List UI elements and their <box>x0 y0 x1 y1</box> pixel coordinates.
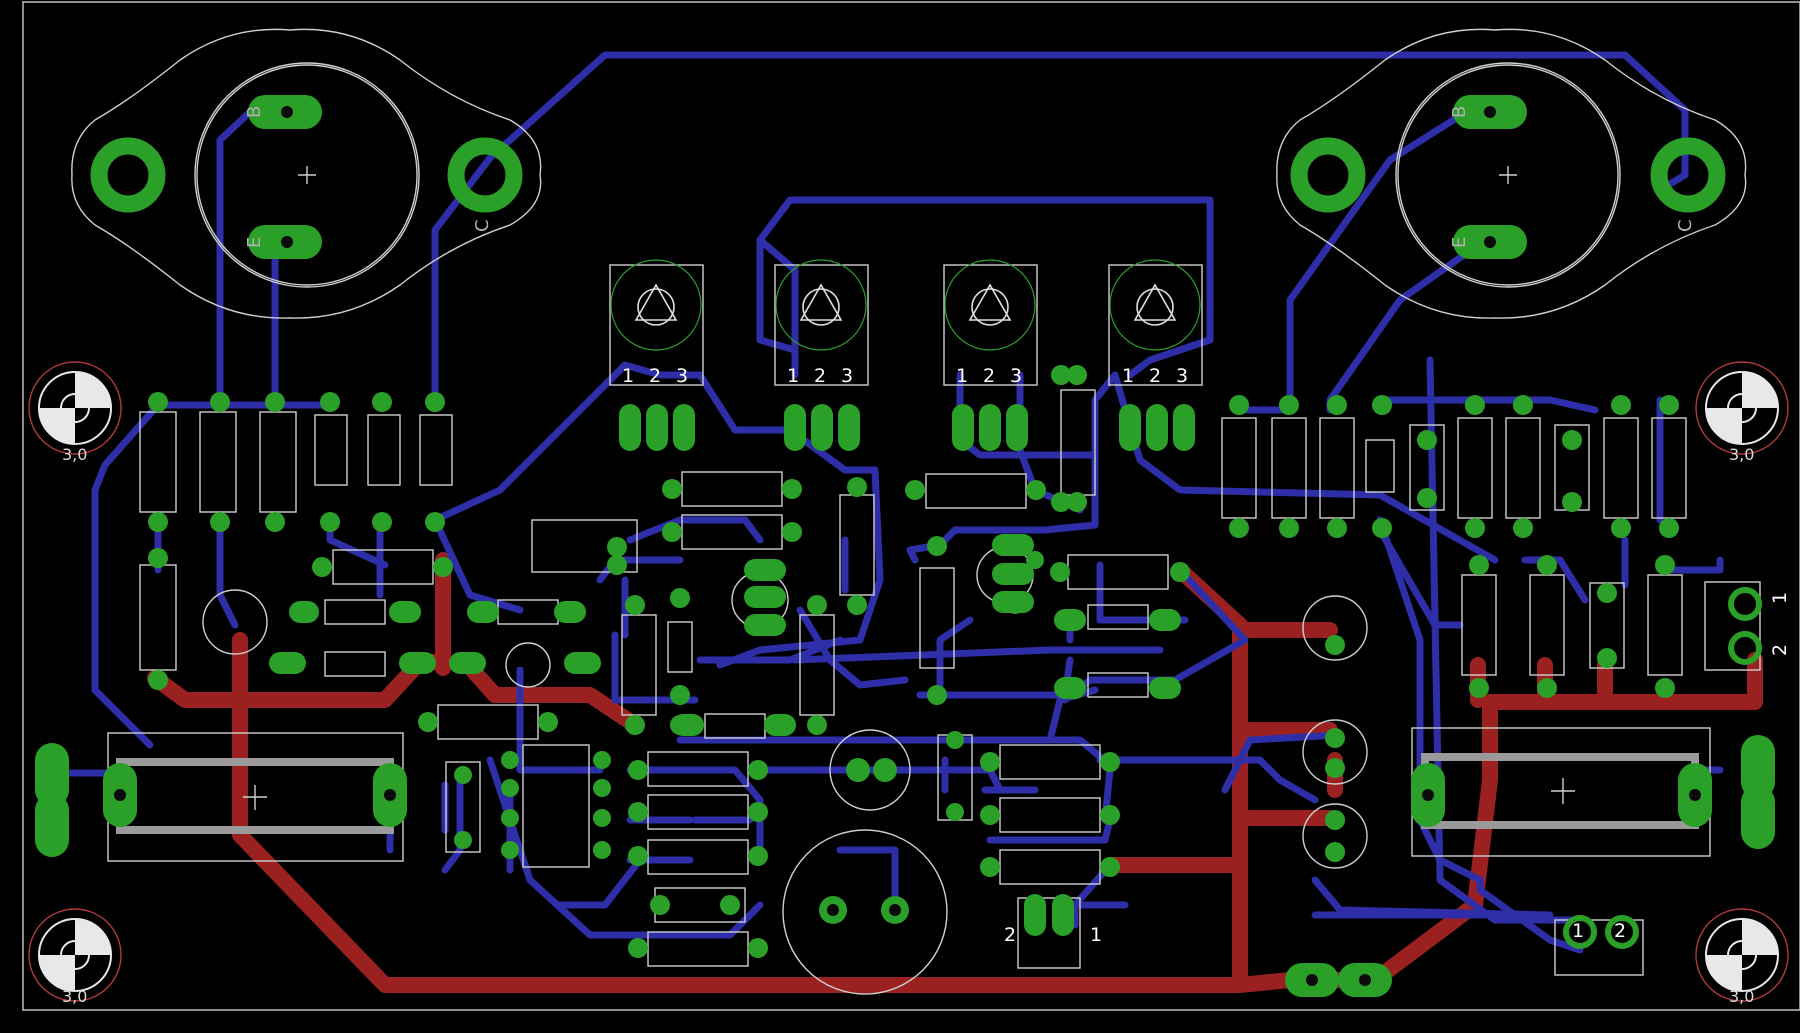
terminal-bottom-pin1: 1 <box>1572 920 1584 942</box>
hole-size-br: 3,0 <box>1729 987 1754 1006</box>
mounting-holes <box>38 371 1779 992</box>
trimmer4-pin3: 3 <box>1176 365 1188 387</box>
trimmer2-pin2: 2 <box>814 365 826 387</box>
terminal-block-bottom <box>1554 919 1644 976</box>
terminal-right-pin1: 1 <box>1769 592 1791 604</box>
trimmer1-pin2: 2 <box>649 365 661 387</box>
trimmer-dials <box>610 259 1201 351</box>
terminal-screws <box>1563 587 1762 949</box>
pin-label-c-right: C <box>1675 219 1696 232</box>
trimmer1-pin3: 3 <box>676 365 688 387</box>
board-outline <box>22 1 1800 1011</box>
trimmer3-pin2: 2 <box>983 365 995 387</box>
pin-label-b-left: B <box>244 106 265 118</box>
transistor-outline-right <box>1276 28 1747 319</box>
terminal-right-pin2: 2 <box>1769 644 1791 656</box>
trimmer2-pin3: 3 <box>841 365 853 387</box>
trimmer4-pin2: 2 <box>1149 365 1161 387</box>
trimmer2-pin1: 1 <box>787 365 799 387</box>
trimmer4-pin1: 1 <box>1122 365 1134 387</box>
connector-pin2: 2 <box>1004 924 1016 946</box>
pin-label-e-left: E <box>244 237 265 248</box>
connector-pin1: 1 <box>1090 924 1102 946</box>
hole-size-tr: 3,0 <box>1729 445 1754 464</box>
terminal-bottom-pin2: 2 <box>1614 920 1626 942</box>
silkscreen-layer <box>28 28 1789 1002</box>
transistor-outline-left <box>71 28 542 319</box>
hole-size-bl: 3,0 <box>62 987 87 1006</box>
hole-size-tl: 3,0 <box>62 445 87 464</box>
pin-label-e-right: E <box>1449 237 1470 248</box>
ic-dip8 <box>522 744 590 868</box>
pin-label-b-right: B <box>1449 106 1470 118</box>
pads <box>35 95 1775 997</box>
trimmer1-pin1: 1 <box>622 365 634 387</box>
trimmer3-pin1: 1 <box>956 365 968 387</box>
terminal-block-right <box>1704 581 1761 671</box>
trimmer3-pin3: 3 <box>1010 365 1022 387</box>
pin-label-c-left: C <box>472 219 493 232</box>
silkscreen-labels: B E C B E C 1 2 3 1 2 3 1 2 3 1 2 3 1 2 … <box>62 106 1791 1006</box>
